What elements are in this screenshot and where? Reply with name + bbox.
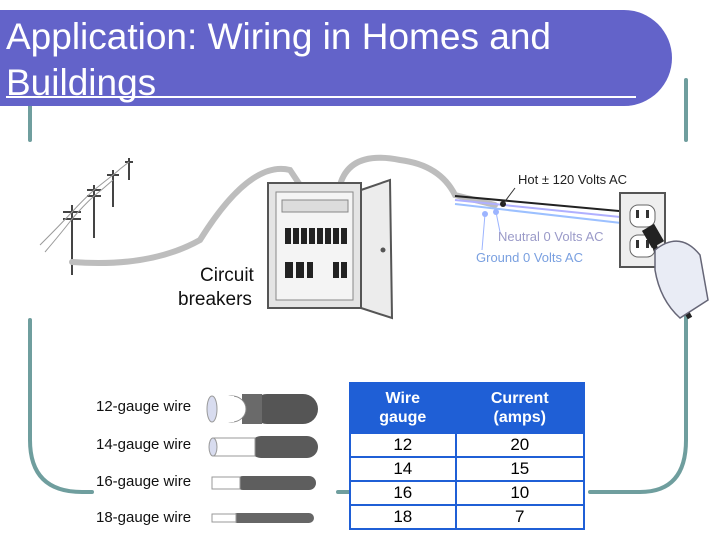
table-row: 12 20: [349, 432, 586, 458]
wire-14-gauge: [208, 436, 318, 458]
title-banner: [0, 10, 672, 106]
table-cell: 10: [454, 480, 586, 506]
gauge-current-table: Wire gauge Current (amps) 12 20 14 15 16…: [349, 382, 586, 530]
wire-label-18: 18-gauge wire: [96, 509, 192, 526]
wire-label-12: 12-gauge wire: [96, 398, 192, 415]
table-cell: 7: [454, 504, 586, 530]
neutral-wire: [454, 199, 631, 219]
wire-12-gauge: [206, 394, 318, 424]
ground-label: Ground 0 Volts AC: [476, 250, 583, 265]
overhead-lines: [39, 161, 130, 253]
table-row: 16 10: [349, 480, 586, 506]
title-underline: [6, 96, 636, 98]
plug-hand-icon: [641, 223, 709, 320]
table-cell: 20: [454, 432, 586, 458]
breaker-label-line2: breakers: [178, 289, 252, 310]
ground-wire: [454, 203, 631, 225]
branch-cable: [337, 154, 498, 208]
hot-wire: [454, 195, 631, 213]
slide-title: Application: Wiring in Homes and Buildin…: [6, 16, 551, 103]
table-cell: 15: [454, 456, 586, 482]
table-header-current: Current (amps): [454, 382, 586, 434]
wire-label-14: 14-gauge wire: [96, 436, 192, 453]
breaker-label-line1: Circuit: [200, 265, 255, 286]
neutral-label: Neutral 0 Volts AC: [498, 229, 604, 244]
breaker-panel-icon: [267, 178, 394, 320]
table-header-gauge: Wire gauge: [349, 382, 457, 434]
wire-18-gauge: [211, 513, 314, 523]
wire-label-16: 16-gauge wire: [96, 473, 192, 490]
table-row: 18 7: [349, 504, 586, 530]
wire-16-gauge: [211, 476, 316, 490]
table-cell: 16: [349, 480, 457, 506]
table-row: 14 15: [349, 456, 586, 482]
table-cell: 12: [349, 432, 457, 458]
table-cell: 14: [349, 456, 457, 482]
service-cable: [69, 165, 303, 267]
hot-label: Hot ± 120 Volts AC: [518, 172, 627, 187]
table-header-row: Wire gauge Current (amps): [349, 382, 586, 434]
table-cell: 18: [349, 504, 457, 530]
